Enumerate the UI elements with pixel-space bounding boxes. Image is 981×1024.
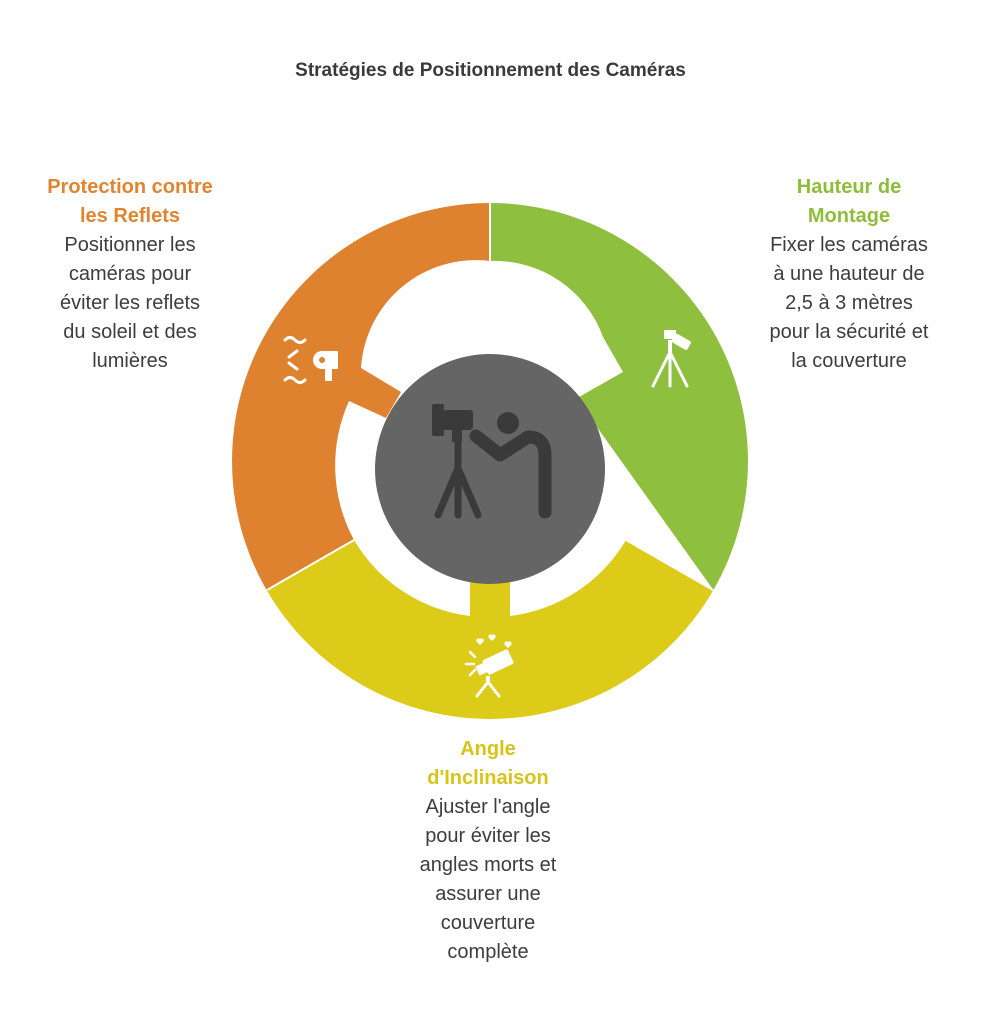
- description-line: Fixer les caméras: [770, 234, 928, 256]
- description-line: du soleil et des: [63, 321, 197, 343]
- segment-reflets: [232, 203, 490, 590]
- description-line: lumières: [92, 350, 168, 372]
- hairdryer-heat-icon: [283, 336, 338, 384]
- description-line: 2,5 à 3 mètres: [785, 292, 913, 314]
- heading-line: les Reflets: [79, 205, 181, 227]
- description-line: pour la sécurité et: [769, 321, 929, 343]
- description-line: Ajuster l'angle: [425, 796, 551, 818]
- text-block-hauteur: Hauteur de Montage Fixer les caméras à u…: [744, 173, 954, 376]
- segment-hauteur: [490, 203, 748, 590]
- heading-line: Hauteur de: [796, 176, 902, 198]
- description-line: pour éviter les: [425, 825, 551, 847]
- description-line: complète: [447, 941, 529, 963]
- description-line: Positionner les: [64, 234, 196, 256]
- heading-angle: Angle d'Inclinaison: [378, 735, 598, 793]
- text-block-angle: Angle d'Inclinaison Ajuster l'angle pour…: [378, 735, 598, 967]
- description-line: à une hauteur de: [773, 263, 925, 285]
- description-line: la couverture: [791, 350, 907, 372]
- description-line: angles morts et: [419, 854, 557, 876]
- tilted-camera-hearts-icon: [464, 634, 514, 698]
- heading-line: Angle: [460, 738, 516, 760]
- description-line: éviter les reflets: [59, 292, 201, 314]
- description-angle: Ajuster l'angle pour éviter les angles m…: [378, 793, 598, 967]
- segment-angle: [266, 540, 714, 719]
- separator-line: [266, 539, 355, 591]
- separator-line: [625, 539, 714, 591]
- heading-line: Montage: [807, 205, 891, 227]
- diagram-title: Stratégies de Positionnement des Caméras: [295, 60, 686, 81]
- description-line: couverture: [440, 912, 536, 934]
- description-line: caméras pour: [68, 263, 192, 285]
- description-line: assurer une: [435, 883, 541, 905]
- description-hauteur: Fixer les caméras à une hauteur de 2,5 à…: [744, 231, 954, 376]
- text-block-reflets: Protection contre les Reflets Positionne…: [20, 173, 240, 376]
- center-circle: [375, 354, 605, 584]
- photographer-tripod-icon: [432, 404, 552, 519]
- description-reflets: Positionner les caméras pour éviter les …: [20, 231, 240, 376]
- camera-tripod-icon: [651, 330, 691, 388]
- heading-line: Protection contre: [47, 176, 213, 198]
- heading-reflets: Protection contre les Reflets: [20, 173, 240, 231]
- heading-line: d'Inclinaison: [427, 767, 549, 789]
- heading-hauteur: Hauteur de Montage: [744, 173, 954, 231]
